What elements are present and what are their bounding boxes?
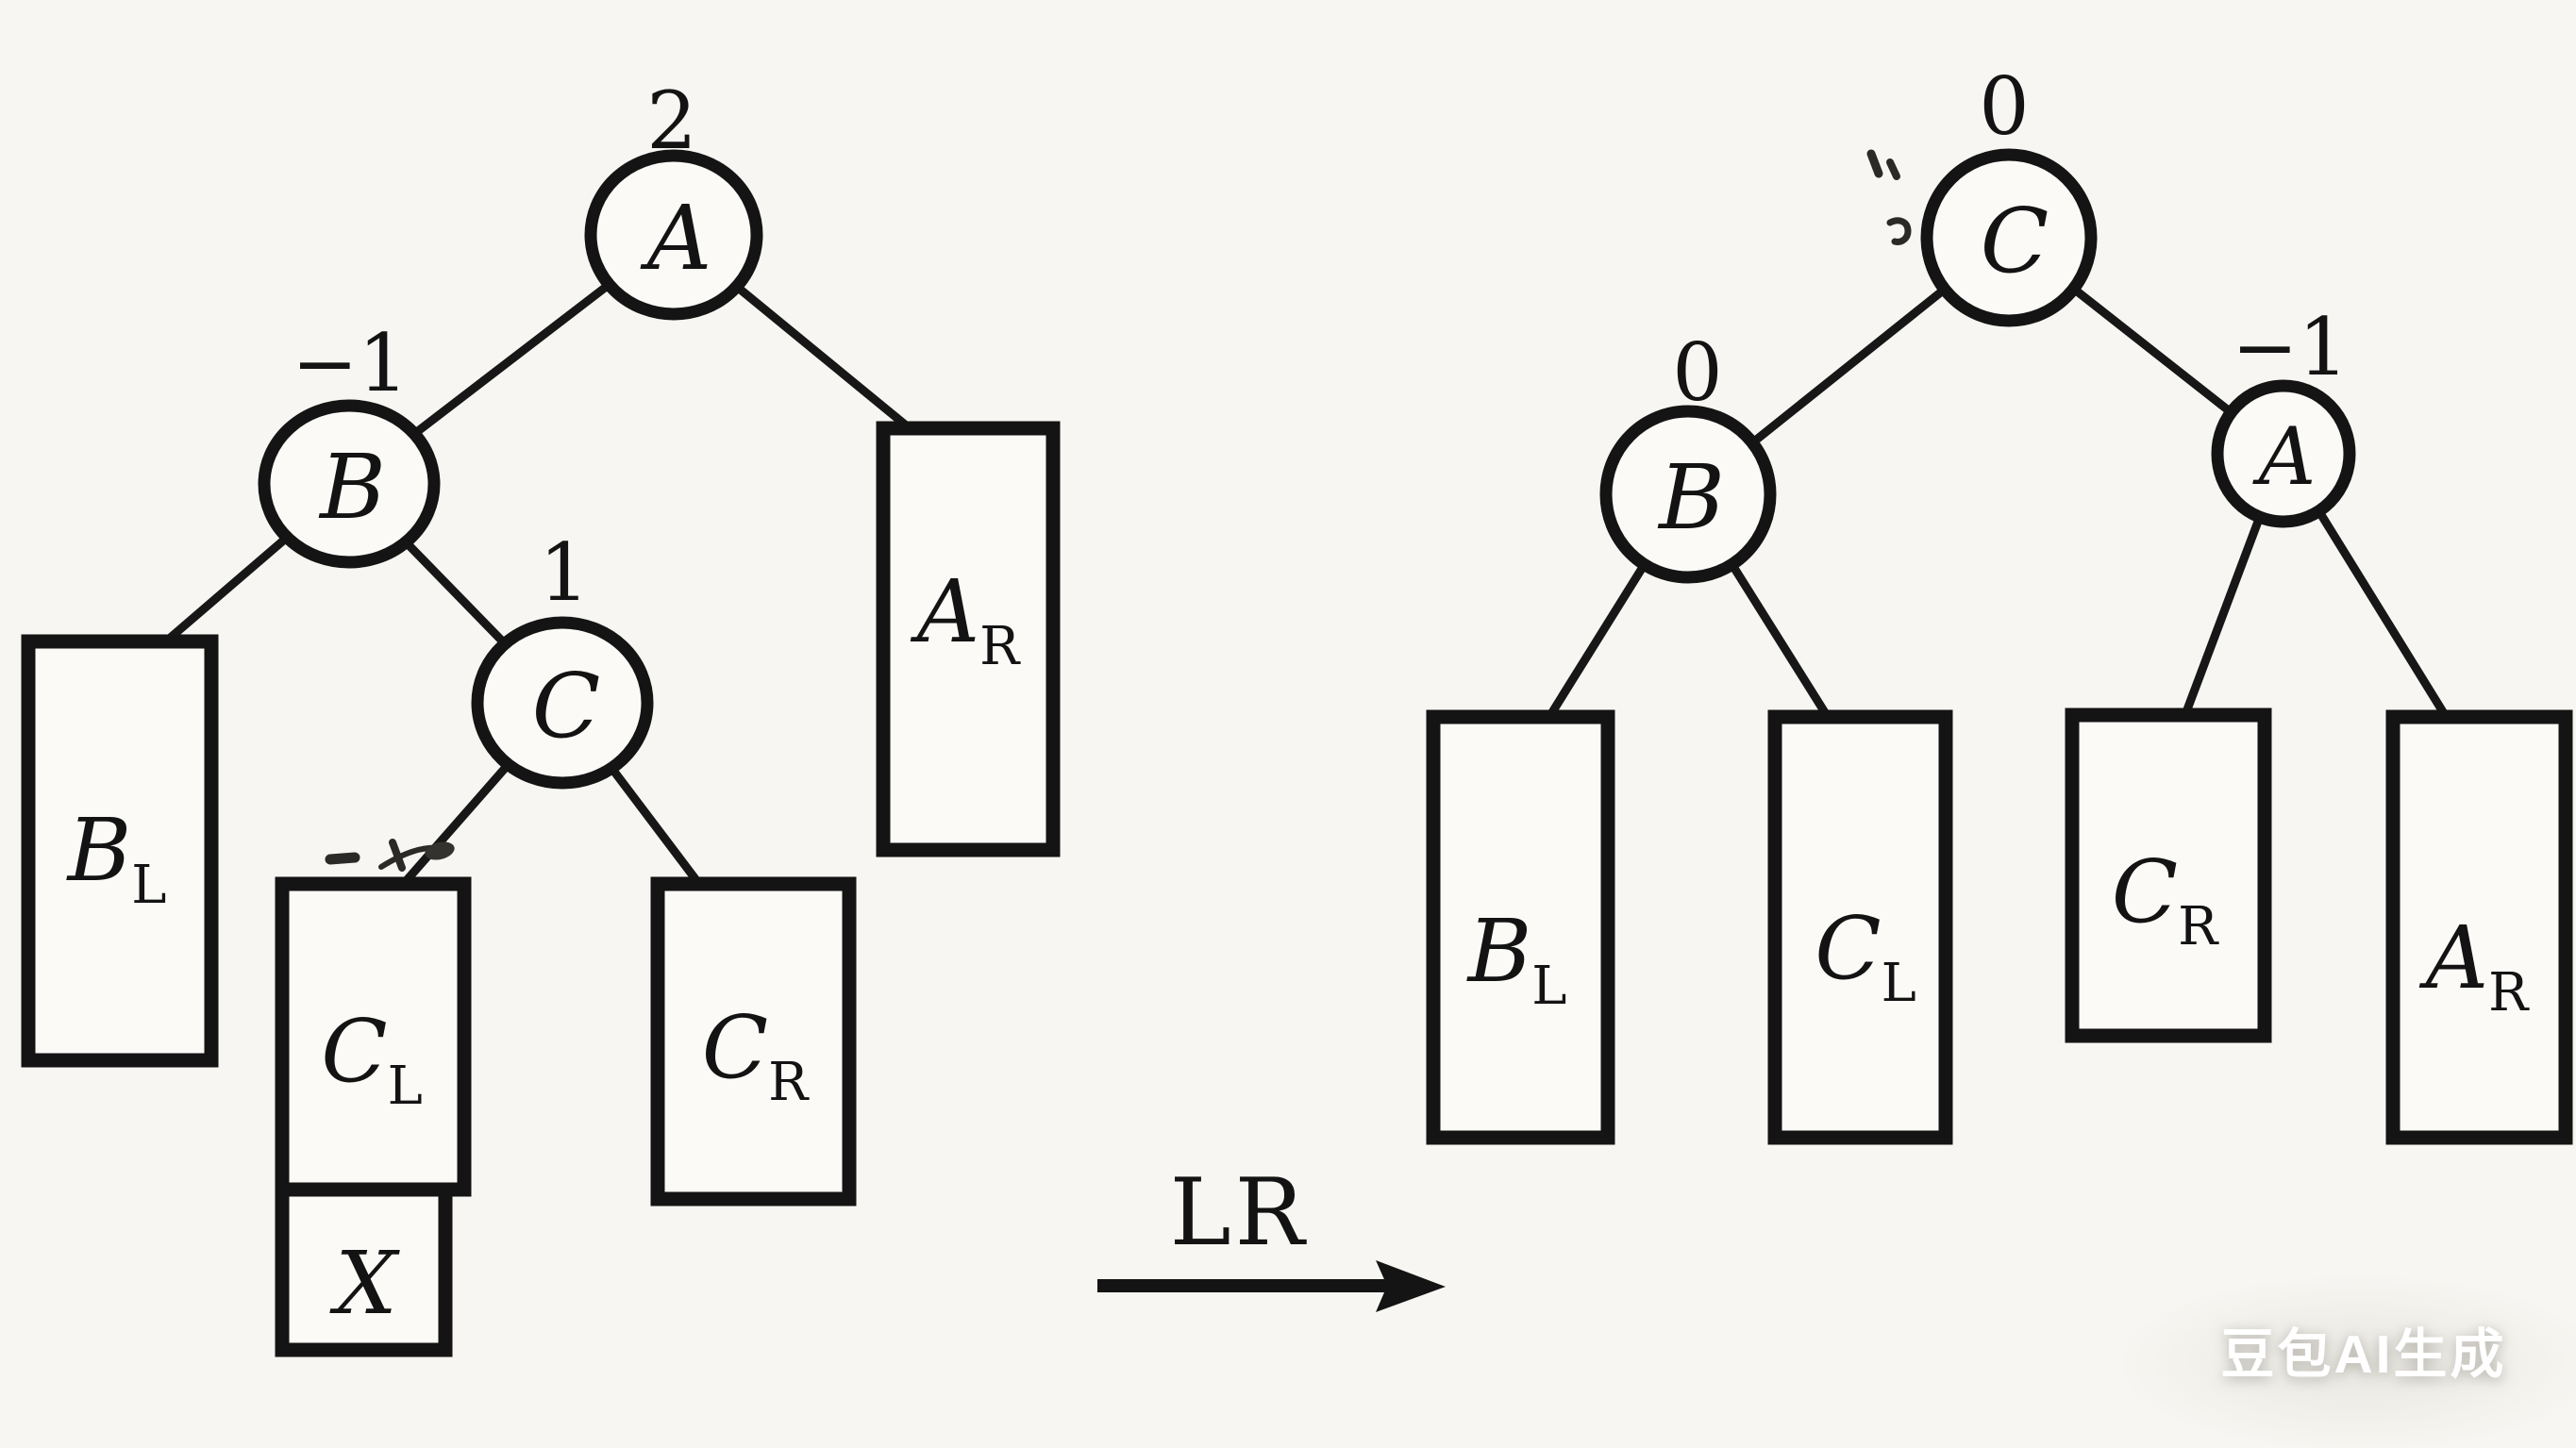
node-C-left xyxy=(471,616,654,790)
subtree-label-BL-left: BL xyxy=(66,800,167,916)
balance-factor-B-right: 0 xyxy=(1672,326,1722,419)
transformation: LR xyxy=(1097,1159,1446,1312)
balance-factor-C-left: 1 xyxy=(539,526,589,619)
subtree-box-BL-right xyxy=(1426,709,1615,1145)
node-B-right-label: B xyxy=(1657,446,1725,550)
subtree-label-AR-left: AR xyxy=(910,561,1021,677)
node-B-left-label: B xyxy=(318,436,386,540)
node-B-right xyxy=(1599,405,1777,584)
watermark-text: 豆包AI生成 xyxy=(2221,1324,2507,1385)
balance-factor-B-left: −1 xyxy=(292,317,409,409)
subtree-box-CL-left xyxy=(275,876,472,1197)
subtree-label-AR-right: AR xyxy=(2418,907,2530,1024)
subtree-box-CR-left xyxy=(650,876,857,1207)
node-B-left xyxy=(258,399,441,569)
node-C-right xyxy=(1920,148,2098,327)
balance-factor-C-right: 0 xyxy=(1979,60,2029,153)
left-tree: A B C 2 −1 1 BL CL CR AR X xyxy=(21,75,1061,1357)
subtree-label-CL-left: CL xyxy=(321,1001,423,1117)
subtree-label-BL-right: BL xyxy=(1466,901,1567,1017)
node-A-right-label: A xyxy=(2252,410,2317,503)
balance-factor-A-right: −1 xyxy=(2232,301,2349,393)
node-A-left xyxy=(584,149,763,321)
subtree-box-AR-right xyxy=(2385,709,2573,1145)
subtree-label-CR-right: CR xyxy=(2112,841,2219,957)
ink-smudge-right xyxy=(1866,149,1912,245)
node-C-right-label: C xyxy=(1981,190,2049,293)
watermark-glow xyxy=(2114,1273,2576,1448)
balance-factor-A-left: 2 xyxy=(646,75,696,167)
inserted-node-box-X xyxy=(275,1182,453,1357)
right-arrow-icon xyxy=(1097,1260,1446,1312)
rotation-type-label: LR xyxy=(1170,1159,1309,1267)
node-A-left-label: A xyxy=(640,187,712,291)
subtree-box-AR-left xyxy=(876,421,1061,857)
ink-smudge-left xyxy=(325,839,455,872)
subtree-box-BL-left xyxy=(21,634,219,1068)
subtree-box-CR-right xyxy=(2065,707,2272,1043)
node-C-left-label: C xyxy=(532,655,601,758)
subtree-label-CR-left: CR xyxy=(702,997,810,1113)
inserted-node-label-X: X xyxy=(329,1233,400,1334)
right-tree: C B A 0 0 −1 BL CL CR AR xyxy=(1426,60,2573,1145)
subtree-box-CL-right xyxy=(1767,709,1953,1145)
subtree-label-CL-right: CL xyxy=(1815,898,1916,1014)
node-A-right xyxy=(2211,379,2356,528)
